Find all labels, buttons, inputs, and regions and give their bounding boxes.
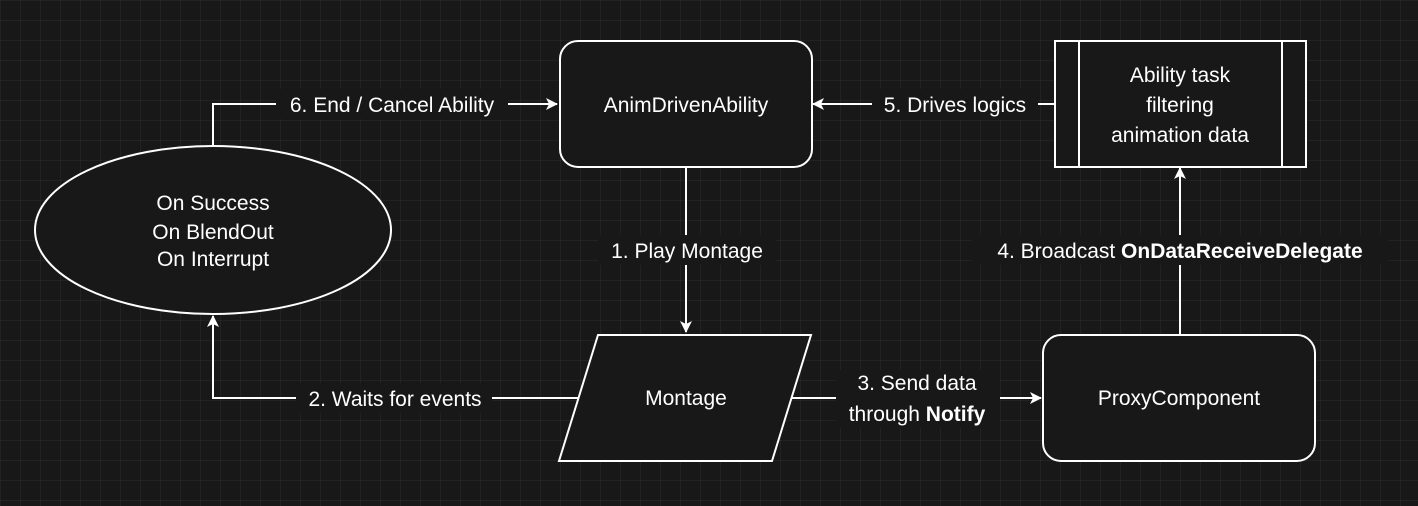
node-events-line3: On Interrupt <box>157 248 269 271</box>
label-send-data-line1: 3. Send data <box>857 372 976 395</box>
node-ability-task-line3: animation data <box>1111 124 1249 147</box>
node-proxy-component-label: ProxyComponent <box>1098 387 1260 410</box>
node-montage[interactable]: Montage <box>557 334 813 462</box>
label-drives-logics: 5. Drives logics <box>884 94 1026 117</box>
label-play-montage: 1. Play Montage <box>611 240 763 263</box>
node-proxy-component[interactable]: ProxyComponent <box>1042 334 1316 462</box>
node-events-line1: On Success <box>156 192 269 215</box>
label-send-data-line2: through Notify <box>849 403 986 426</box>
label-waits-for-events: 2. Waits for events <box>308 388 481 411</box>
node-events-line2: On BlendOut <box>152 221 274 244</box>
node-ability-task-line1: Ability task <box>1130 64 1231 87</box>
label-broadcast: 4. Broadcast OnDataReceiveDelegate <box>997 240 1362 263</box>
node-anim-driven-ability[interactable]: AnimDrivenAbility <box>559 40 813 168</box>
node-events-ellipse[interactable]: On Success On BlendOut On Interrupt <box>34 145 392 315</box>
label-end-cancel-ability: 6. End / Cancel Ability <box>290 94 495 117</box>
node-ability-task-line2: filtering <box>1146 94 1214 117</box>
node-montage-label: Montage <box>645 387 727 410</box>
node-anim-driven-ability-label: AnimDrivenAbility <box>604 94 769 117</box>
node-ability-task[interactable]: Ability task filtering animation data <box>1054 40 1307 168</box>
